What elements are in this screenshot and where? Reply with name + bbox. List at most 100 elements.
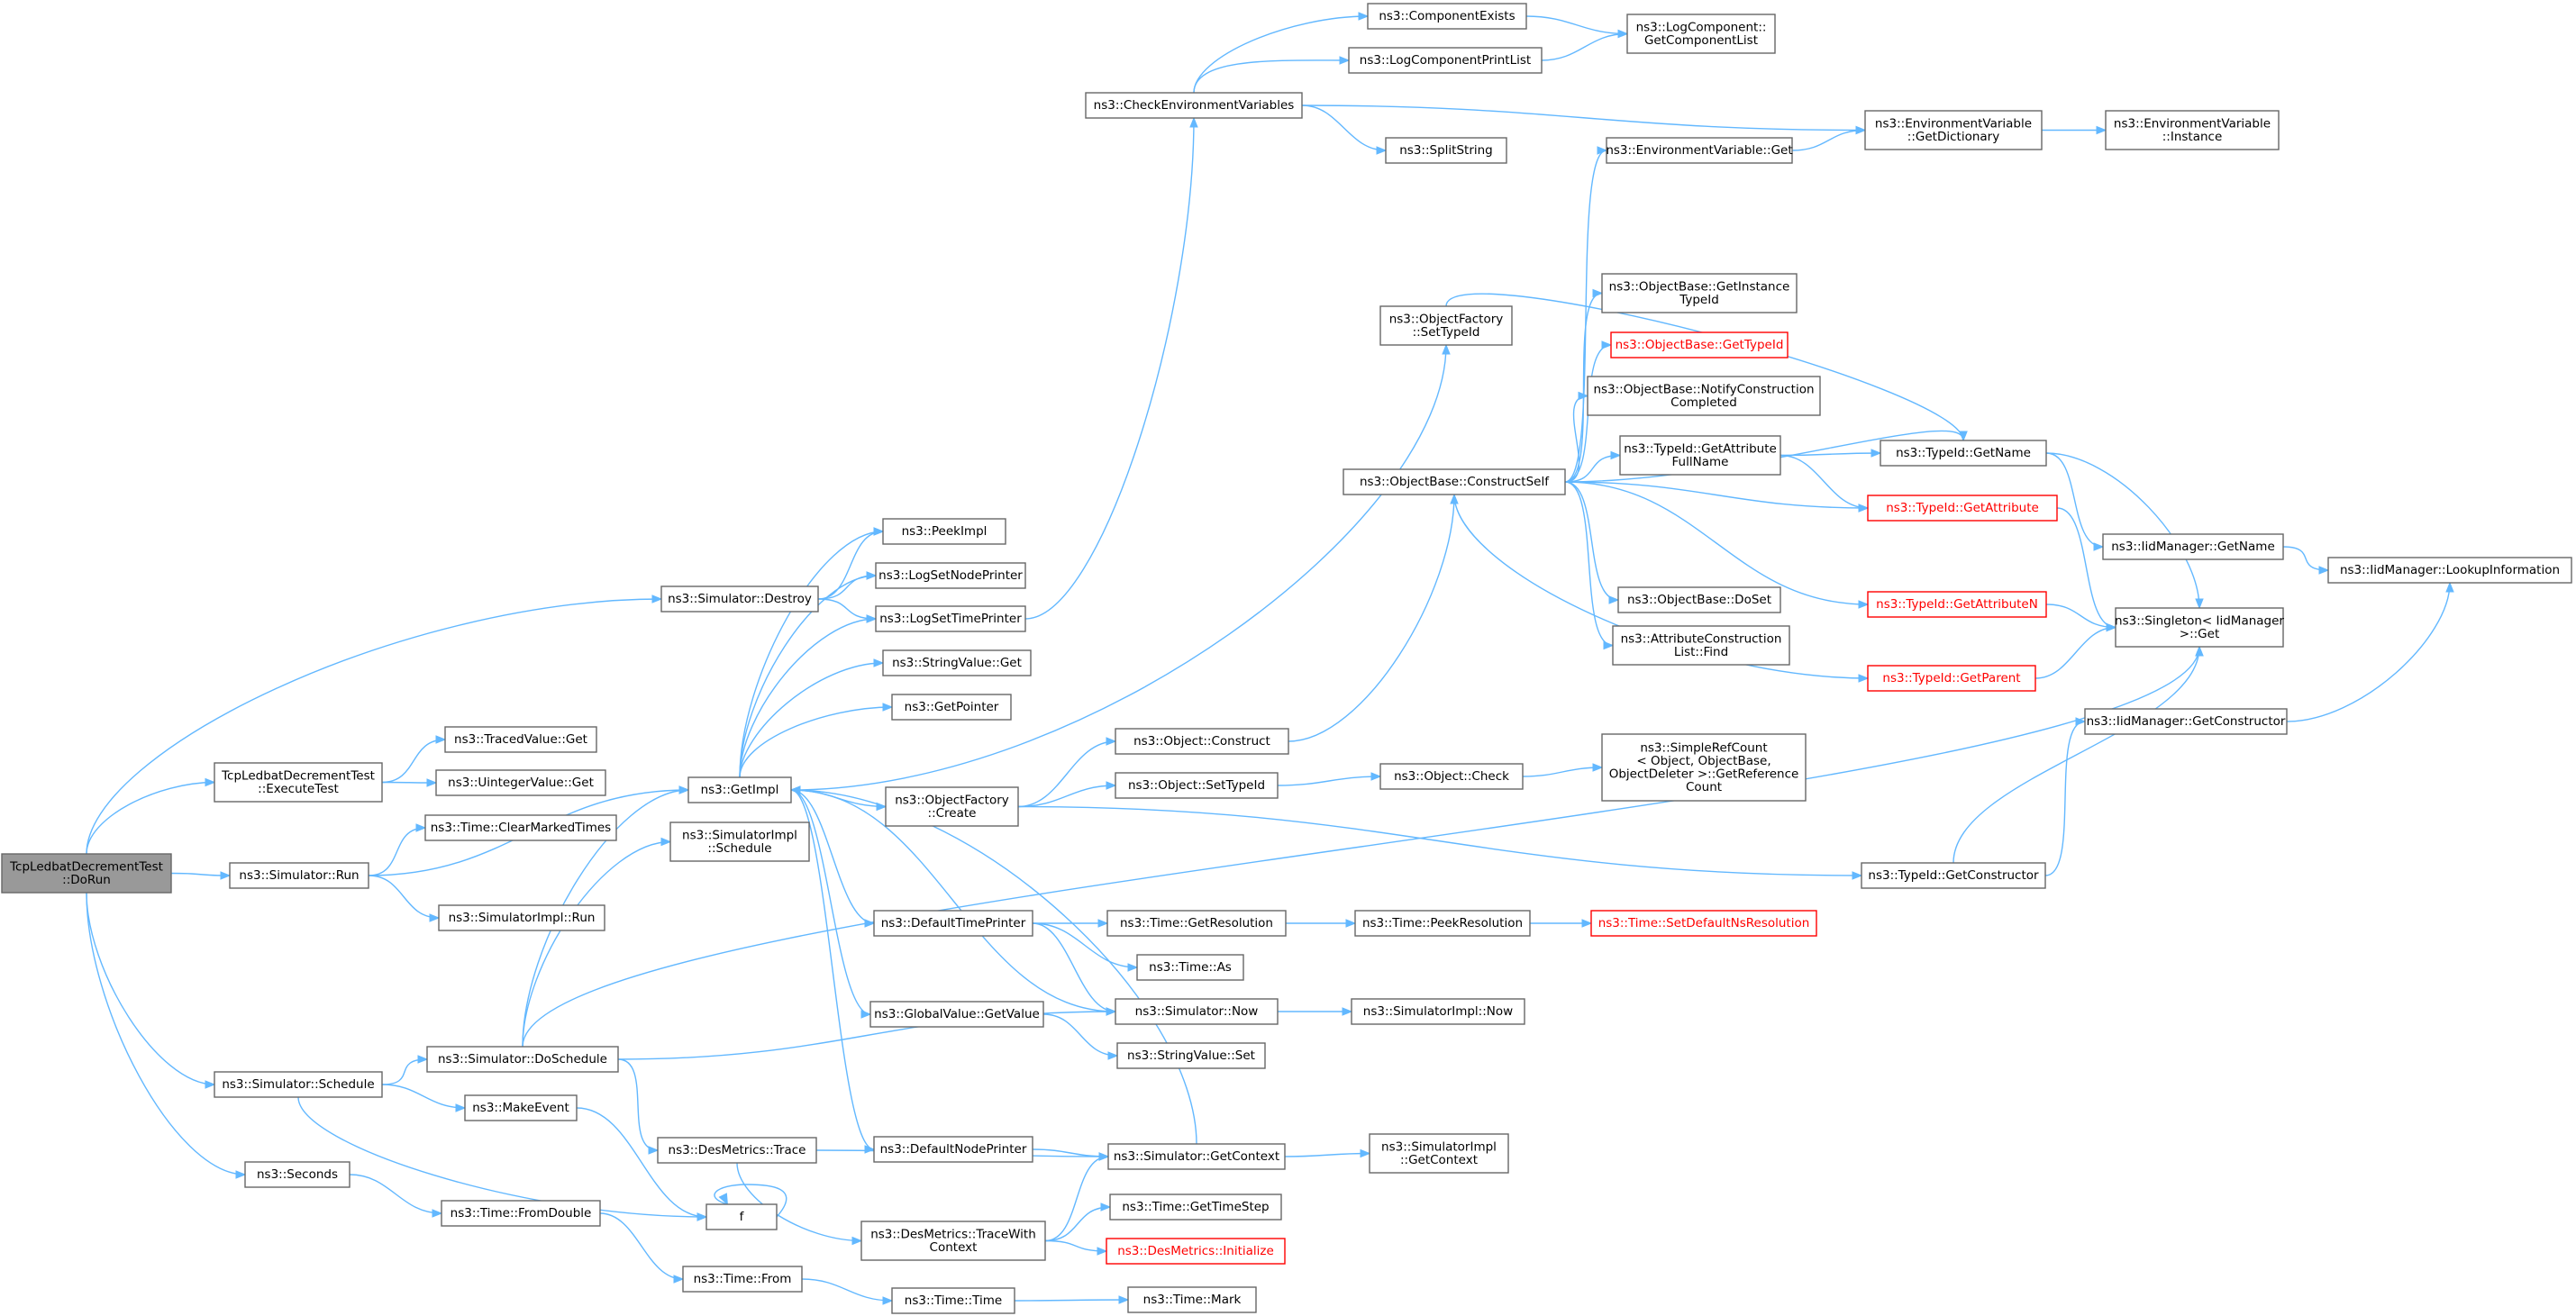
node-iidgetctor[interactable]: ns3::IidManager::GetConstructor bbox=[2084, 708, 2288, 735]
node-constructself[interactable]: ns3::ObjectBase::ConstructSelf bbox=[1343, 468, 1566, 495]
call-edge-getimpl-to-getpointer bbox=[739, 703, 894, 778]
node-simimplrun[interactable]: ns3::SimulatorImpl::Run bbox=[438, 904, 605, 931]
node-objfactsettid[interactable]: ns3::ObjectFactory::SetTypeId bbox=[1379, 305, 1513, 346]
node-simnow[interactable]: ns3::Simulator::Now bbox=[1115, 998, 1279, 1025]
node-getres[interactable]: ns3::Time::GetResolution bbox=[1106, 910, 1287, 937]
node-timeas[interactable]: ns3::Time::As bbox=[1136, 954, 1244, 981]
call-edge-defnodeprinter-to-simgetctx bbox=[1032, 1148, 1110, 1161]
node-label: Context bbox=[930, 1240, 978, 1255]
node-gettimestep[interactable]: ns3::Time::GetTimeStep bbox=[1109, 1193, 1282, 1221]
node-defnodeprinter[interactable]: ns3::DefaultNodePrinter bbox=[873, 1136, 1033, 1163]
node-label: ns3::UintegerValue::Get bbox=[448, 776, 594, 790]
node-timemark[interactable]: ns3::Time::Mark bbox=[1127, 1286, 1257, 1313]
node-box bbox=[214, 762, 383, 803]
node-destroy[interactable]: ns3::Simulator::Destroy bbox=[660, 585, 819, 613]
node-tidgetname[interactable]: ns3::TypeId::GetName bbox=[1880, 440, 2047, 467]
node-iidlookup[interactable]: ns3::IidManager::LookupInformation bbox=[2327, 557, 2572, 584]
node-desminit[interactable]: ns3::DesMetrics::Initialize bbox=[1106, 1238, 1286, 1265]
node-from[interactable]: ns3::Time::From bbox=[682, 1266, 803, 1293]
node-peekimpl[interactable]: ns3::PeekImpl bbox=[882, 518, 1006, 545]
call-edge-deftimeprinter-to-timeas bbox=[1032, 922, 1139, 972]
node-label: >::Get bbox=[2180, 627, 2219, 641]
node-fromdouble[interactable]: ns3::Time::FromDouble bbox=[441, 1200, 601, 1227]
node-timetime[interactable]: ns3::Time::Time bbox=[891, 1287, 1015, 1314]
node-label: ns3::TypeId::GetAttributeN bbox=[1876, 597, 2038, 612]
node-objconstruct[interactable]: ns3::Object::Construct bbox=[1115, 728, 1289, 755]
node-getpointer[interactable]: ns3::GetPointer bbox=[891, 694, 1012, 721]
call-edge-dorun-to-destroy bbox=[86, 594, 663, 855]
node-simimplsched[interactable]: ns3::SimulatorImpl::Schedule bbox=[669, 821, 810, 862]
node-logsetnode[interactable]: ns3::LogSetNodePrinter bbox=[875, 562, 1026, 589]
node-gettid[interactable]: ns3::ObjectBase::GetTypeId bbox=[1610, 331, 1789, 358]
node-tidgetparent[interactable]: ns3::TypeId::GetParent bbox=[1867, 665, 2036, 692]
node-label: ns3::Seconds bbox=[257, 1167, 338, 1182]
call-edge-dorun-to-exectest bbox=[86, 777, 216, 855]
node-simimplnow[interactable]: ns3::SimulatorImpl::Now bbox=[1351, 998, 1525, 1025]
node-envget[interactable]: ns3::EnvironmentVariable::Get bbox=[1606, 137, 1793, 164]
node-notifyconst[interactable]: ns3::ObjectBase::NotifyConstructionCompl… bbox=[1587, 376, 1821, 416]
node-objfactcreate[interactable]: ns3::ObjectFactory::Create bbox=[885, 786, 1019, 827]
node-strvalset[interactable]: ns3::StringValue::Set bbox=[1116, 1042, 1266, 1069]
node-simimplgetctx[interactable]: ns3::SimulatorImpl::GetContext bbox=[1369, 1133, 1509, 1174]
node-envinst[interactable]: ns3::EnvironmentVariable::Instance bbox=[2105, 110, 2280, 150]
node-getimpl[interactable]: ns3::GetImpl bbox=[687, 776, 792, 803]
node-singleton[interactable]: ns3::Singleton< IidManager>::Get bbox=[2115, 607, 2284, 648]
call-edge-getimpl-to-peekimpl bbox=[739, 527, 885, 778]
node-setdefres[interactable]: ns3::Time::SetDefaultNsResolution bbox=[1590, 910, 1817, 937]
node-objsettid[interactable]: ns3::Object::SetTypeId bbox=[1115, 772, 1279, 799]
call-edge-objsettid-to-objcheck bbox=[1277, 772, 1382, 786]
node-envgetdict[interactable]: ns3::EnvironmentVariable::GetDictionary bbox=[1864, 110, 2043, 150]
node-globalget[interactable]: ns3::GlobalValue::GetValue bbox=[869, 1001, 1044, 1028]
node-splitstring[interactable]: ns3::SplitString bbox=[1385, 137, 1507, 164]
node-label: ns3::ObjectBase::DoSet bbox=[1627, 593, 1771, 607]
node-label: ns3::TypeId::GetParent bbox=[1882, 671, 2020, 685]
node-label: ns3::Simulator::Run bbox=[239, 868, 359, 883]
node-tidgetattrn[interactable]: ns3::TypeId::GetAttributeN bbox=[1867, 591, 2047, 618]
node-logcompget[interactable]: ns3::LogComponent::GetComponentList bbox=[1626, 14, 1776, 54]
call-edge-tidgetattrn-to-singleton bbox=[2045, 604, 2117, 632]
node-tracedget[interactable]: ns3::TracedValue::Get bbox=[444, 726, 597, 753]
node-box bbox=[875, 562, 1026, 589]
node-clearmarked[interactable]: ns3::Time::ClearMarkedTimes bbox=[424, 814, 617, 841]
node-exectest[interactable]: TcpLedbatDecrementTest::ExecuteTest bbox=[214, 762, 383, 803]
node-box bbox=[1351, 998, 1525, 1025]
function-nodes: TcpLedbatDecrementTest::DoRunns3::Simula… bbox=[1, 3, 2572, 1314]
node-box bbox=[682, 1266, 803, 1293]
node-objcheck[interactable]: ns3::Object::Check bbox=[1379, 763, 1524, 790]
node-makeevent[interactable]: ns3::MakeEvent bbox=[464, 1094, 578, 1121]
node-tidgetctor[interactable]: ns3::TypeId::GetConstructor bbox=[1861, 862, 2046, 889]
node-strvalget[interactable]: ns3::StringValue::Get bbox=[882, 649, 1032, 676]
node-checkenv[interactable]: ns3::CheckEnvironmentVariables bbox=[1085, 92, 1303, 119]
node-label: ns3::Object::Check bbox=[1394, 769, 1509, 784]
node-label: ns3::EnvironmentVariable::Get bbox=[1606, 143, 1792, 158]
node-box bbox=[860, 1221, 1046, 1261]
node-box bbox=[1385, 137, 1507, 164]
node-run[interactable]: ns3::Simulator::Run bbox=[229, 862, 369, 889]
node-dorun[interactable]: TcpLedbatDecrementTest::DoRun bbox=[1, 853, 172, 894]
node-seconds[interactable]: ns3::Seconds bbox=[244, 1161, 350, 1188]
node-schedule[interactable]: ns3::Simulator::Schedule bbox=[214, 1071, 383, 1098]
call-edge-desmtracectx-to-desminit bbox=[1044, 1239, 1108, 1256]
node-simplerefcount[interactable]: ns3::SimpleRefCount< Object, ObjectBase,… bbox=[1601, 733, 1807, 802]
node-tidgetattr[interactable]: ns3::TypeId::GetAttribute bbox=[1867, 495, 2058, 522]
node-logcompprint[interactable]: ns3::LogComponentPrintList bbox=[1348, 47, 1543, 74]
node-label: ::Create bbox=[928, 806, 977, 821]
node-desmtrace[interactable]: ns3::DesMetrics::Trace bbox=[657, 1137, 817, 1164]
node-box bbox=[1587, 376, 1821, 416]
node-dosched[interactable]: ns3::Simulator::DoSchedule bbox=[426, 1046, 619, 1073]
node-uintget[interactable]: ns3::UintegerValue::Get bbox=[435, 769, 606, 796]
node-label: ::ExecuteTest bbox=[258, 782, 339, 796]
node-peekres[interactable]: ns3::Time::PeekResolution bbox=[1354, 910, 1531, 937]
node-f[interactable]: f bbox=[705, 1203, 778, 1230]
node-simgetctx[interactable]: ns3::Simulator::GetContext bbox=[1107, 1143, 1286, 1170]
node-deftimeprinter[interactable]: ns3::DefaultTimePrinter bbox=[873, 910, 1033, 937]
node-iidgetname[interactable]: ns3::IidManager::GetName bbox=[2102, 533, 2284, 560]
node-label: ns3::DesMetrics::Initialize bbox=[1117, 1244, 1274, 1258]
node-logsettime[interactable]: ns3::LogSetTimePrinter bbox=[875, 605, 1026, 632]
node-doset[interactable]: ns3::ObjectBase::DoSet bbox=[1617, 586, 1781, 613]
node-compexists[interactable]: ns3::ComponentExists bbox=[1367, 3, 1527, 30]
